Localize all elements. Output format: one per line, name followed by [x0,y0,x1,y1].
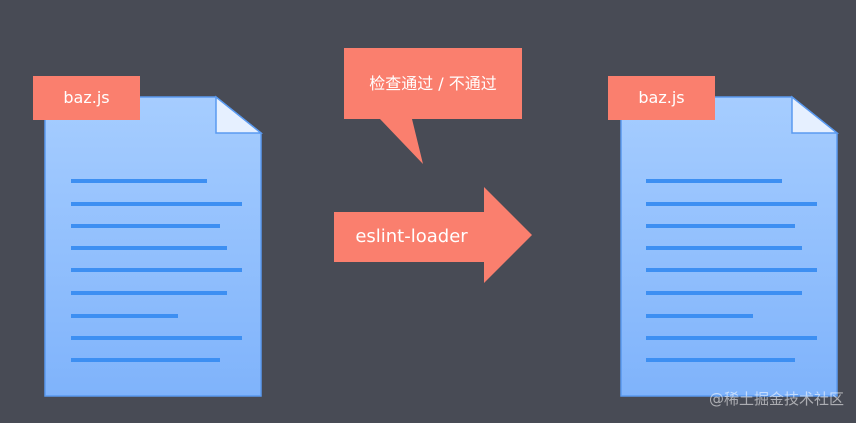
output-file-tag: baz.js [608,76,715,120]
callout-text: 检查通过 / 不通过 [369,74,497,93]
output-document-icon [620,95,840,397]
callout-bubble [344,48,522,164]
output-file-name: baz.js [638,88,685,107]
process-arrow [334,187,532,283]
watermark: @稀土掘金技术社区 [708,390,844,408]
source-document-icon [44,95,264,397]
source-file-name: baz.js [63,88,110,107]
document-fold [215,95,264,134]
document-fold [791,95,840,134]
loader-label: eslint-loader [355,226,468,247]
source-file-tag: baz.js [33,76,140,120]
